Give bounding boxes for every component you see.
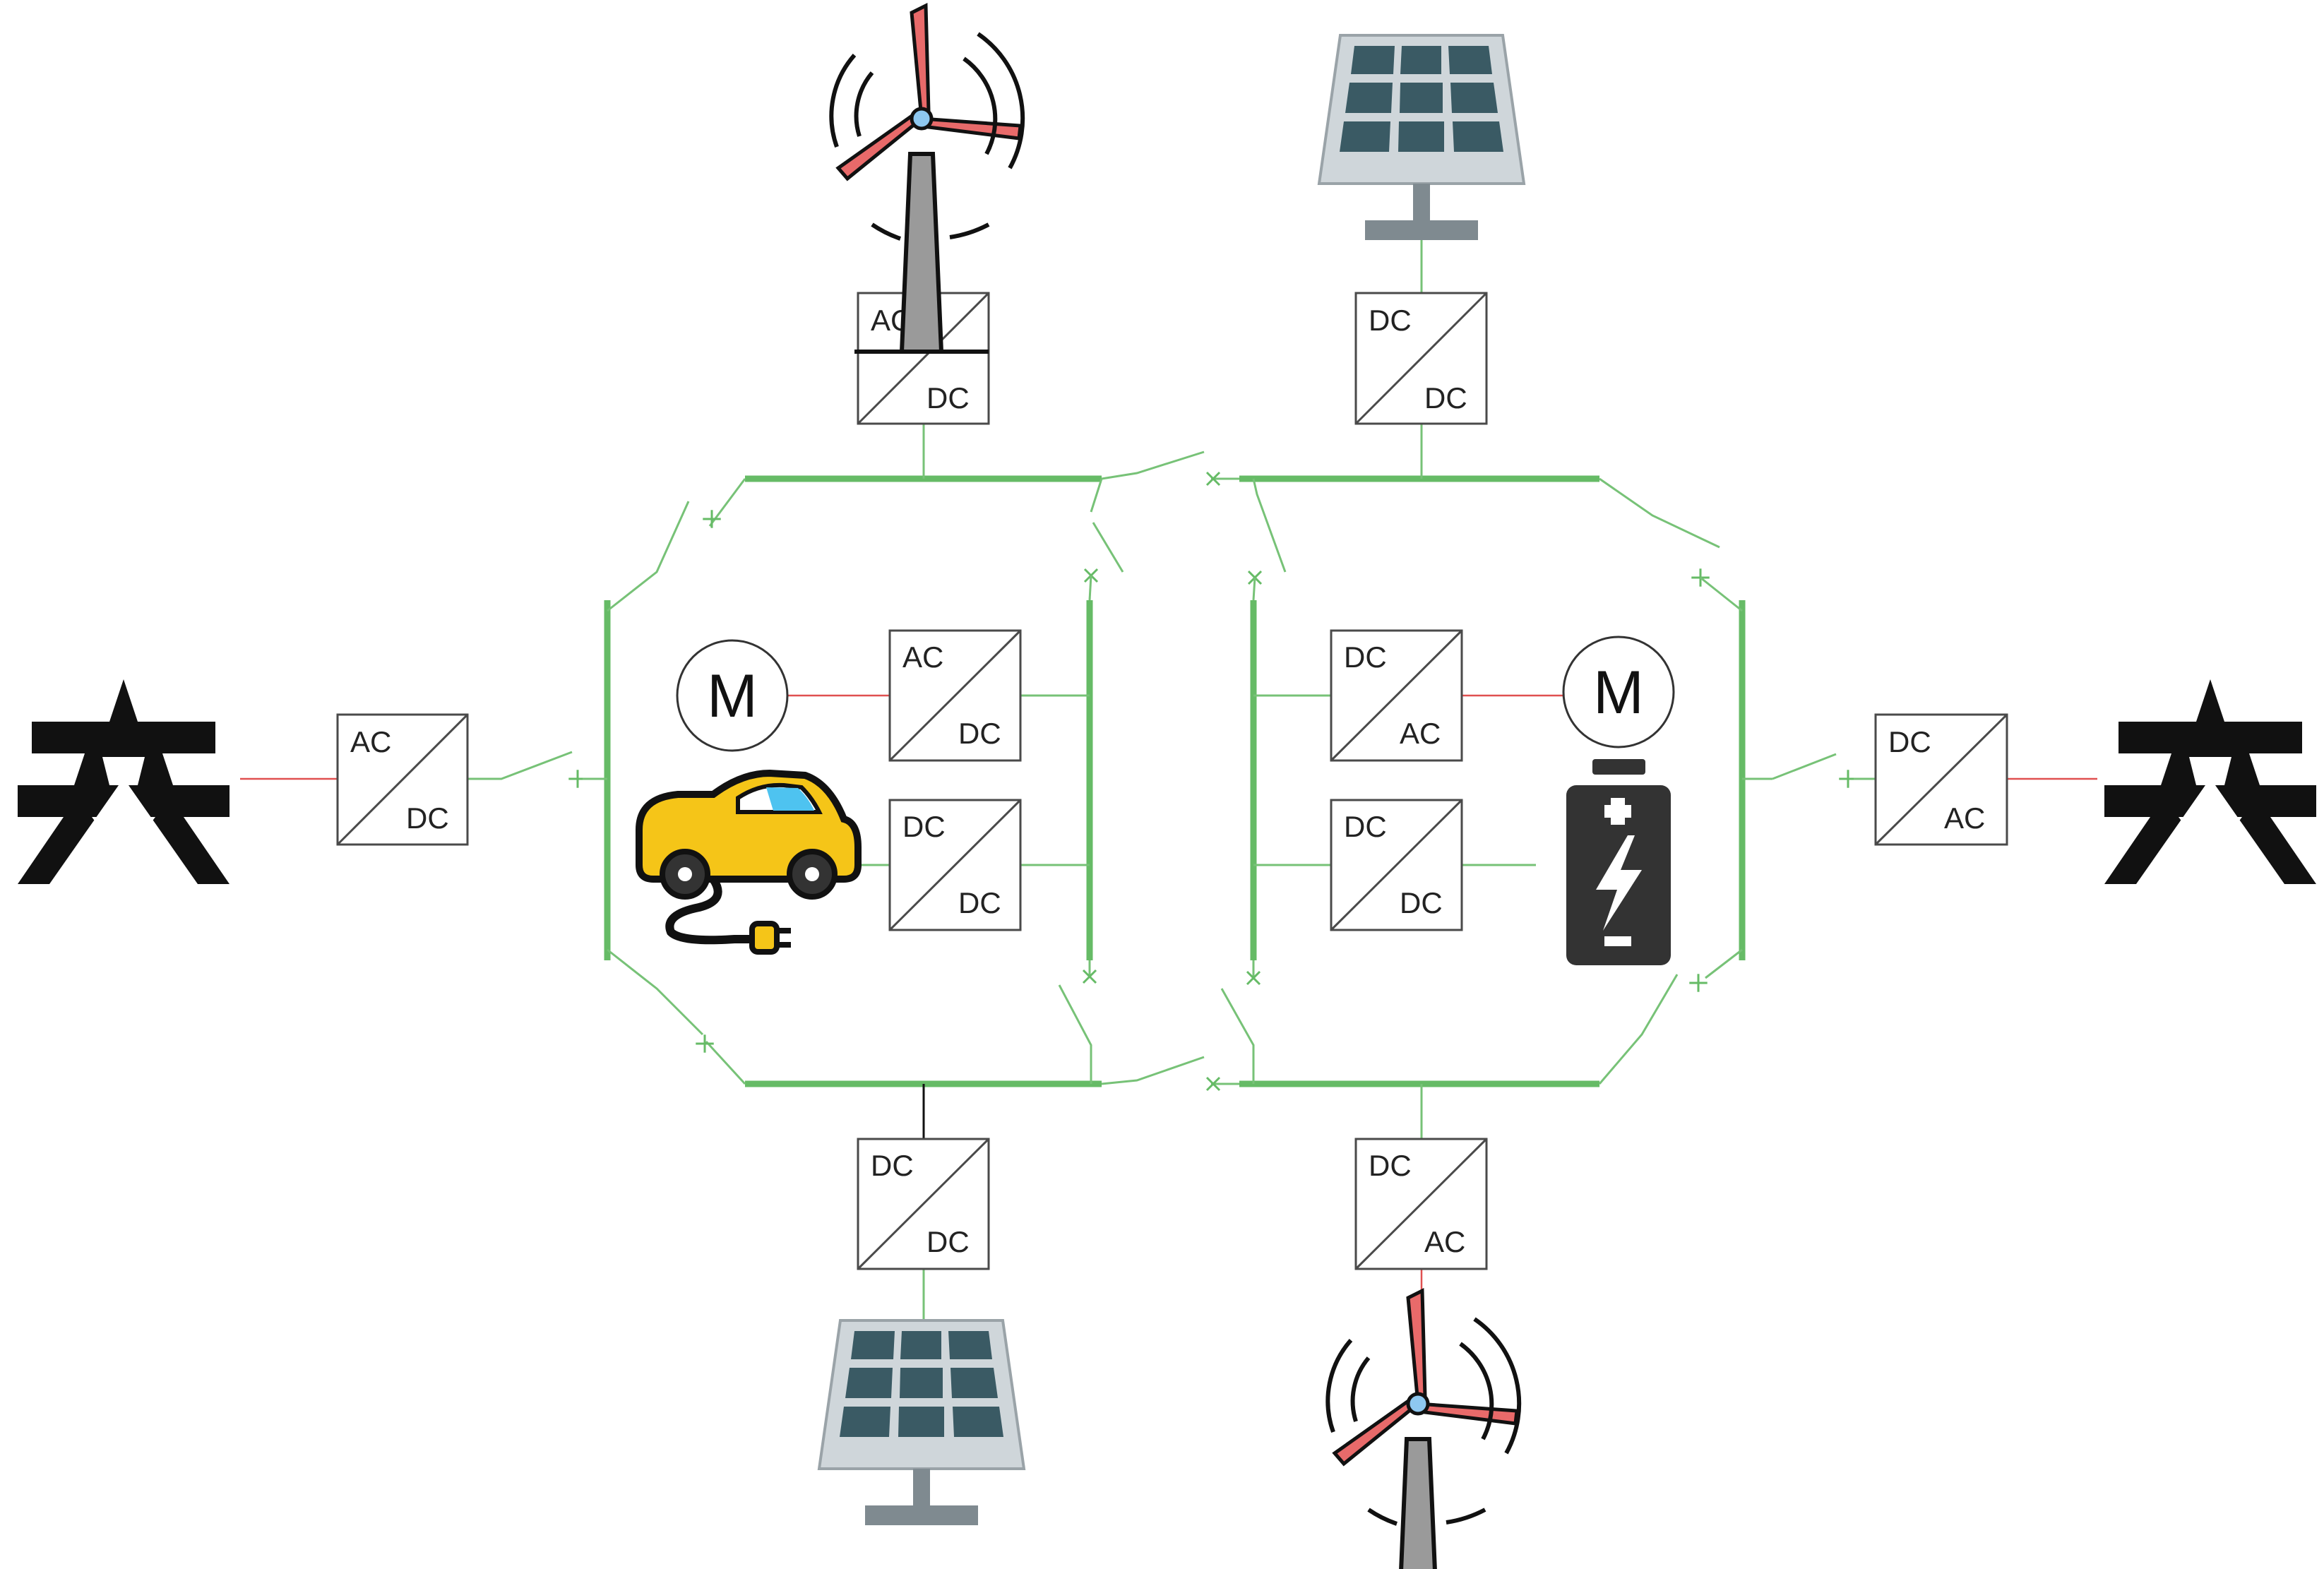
motor-label: M (1593, 659, 1644, 727)
converter-input-label: DC (1344, 640, 1387, 674)
wind-turbine-icon (1328, 1291, 1519, 1569)
converter-battery: DC DC (1330, 799, 1463, 931)
battery-icon (1566, 759, 1671, 965)
converter-output-label: AC (1944, 801, 1985, 835)
converter-input-label: DC (1344, 810, 1387, 843)
converter-input-label: DC (902, 810, 946, 843)
converter-grid-right: DC AC (1874, 713, 2008, 846)
motor-left: M (676, 639, 789, 752)
solar-panel-icon (818, 1319, 1025, 1527)
converter-output-label: DC (1424, 381, 1467, 414)
converter-input-label: DC (1369, 304, 1412, 337)
converter-input-label: DC (1888, 725, 1931, 758)
converter-pv-top: DC DC (1354, 292, 1488, 425)
connection-wires (240, 240, 2097, 1324)
converter-input-label: DC (1369, 1149, 1412, 1182)
motor-right: M (1562, 636, 1675, 748)
converter-input-label: DC (871, 1149, 914, 1182)
converter-grid-left: AC DC (336, 713, 469, 846)
solar-panel-icon (1318, 34, 1525, 241)
converter-input-label: AC (902, 640, 943, 674)
converter-output-label: AC (1424, 1225, 1465, 1258)
electric-car-icon (636, 769, 862, 955)
converter-output-label: DC (926, 381, 970, 414)
converter-motor-right: DC AC (1330, 629, 1463, 762)
converter-pv-bottom: DC DC (857, 1138, 990, 1270)
converter-input-label: AC (350, 725, 391, 758)
converter-output-label: AC (1400, 717, 1441, 750)
transmission-tower-icon (2104, 679, 2316, 884)
converter-motor-left: AC DC (888, 629, 1022, 762)
converter-output-label: DC (926, 1225, 970, 1258)
motor-label: M (707, 662, 758, 730)
converter-output-label: DC (958, 717, 1001, 750)
converter-output-label: DC (406, 801, 449, 835)
converter-output-label: DC (1400, 886, 1443, 919)
converter-ev: DC DC (888, 799, 1022, 931)
converter-wind-bottom: DC AC (1354, 1138, 1488, 1270)
transmission-tower-icon (18, 679, 230, 884)
converter-output-label: DC (958, 886, 1001, 919)
